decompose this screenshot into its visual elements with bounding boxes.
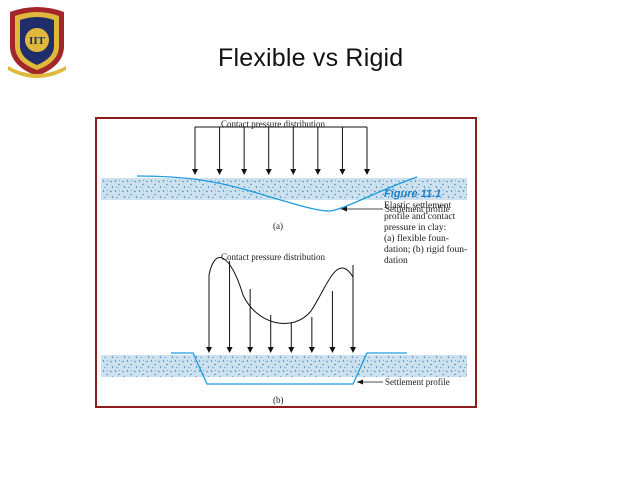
panel-b-settlement-profile bbox=[171, 352, 407, 385]
panel-b-settlement-label: Settlement profile bbox=[385, 377, 450, 387]
arrow-down-icon bbox=[192, 169, 198, 175]
settlement-figure: Contact pressure distribution Settlement… bbox=[101, 119, 467, 405]
arrow-down-icon bbox=[216, 169, 223, 175]
panel-b-arrows bbox=[206, 261, 356, 353]
arrow-down-icon bbox=[364, 169, 370, 175]
arrow-down-icon bbox=[314, 169, 321, 175]
figure-frame: Contact pressure distribution Settlement… bbox=[95, 117, 477, 408]
arrow-down-icon bbox=[241, 169, 248, 175]
arrow-down-icon bbox=[288, 347, 295, 353]
caption-line: (a) flexible foun- bbox=[384, 234, 449, 244]
panel-b-pointer-arrow-icon bbox=[357, 379, 363, 385]
caption-line: dation bbox=[384, 256, 408, 266]
figure-caption: Figure 11.1 Elastic settlement profile a… bbox=[384, 189, 484, 267]
panel-a-arrows bbox=[192, 127, 370, 175]
logo-text: IIT bbox=[29, 35, 46, 47]
panel-a-tag: (a) bbox=[273, 221, 283, 231]
panel-b: Contact pressure distribution Settlement… bbox=[101, 252, 467, 405]
institution-logo: IIT bbox=[4, 4, 70, 78]
caption-line: pressure in clay: bbox=[384, 223, 447, 233]
arrow-down-icon bbox=[206, 347, 212, 353]
panel-a-settlement-curve bbox=[136, 175, 418, 212]
slide-title: Flexible vs Rigid bbox=[218, 44, 404, 72]
panel-a: Contact pressure distribution Settlement… bbox=[101, 119, 467, 231]
panel-b-top-label: Contact pressure distribution bbox=[221, 252, 325, 262]
panel-b-soil-layer bbox=[101, 355, 467, 377]
panel-a-soil-layer bbox=[101, 178, 467, 200]
arrow-down-icon bbox=[339, 169, 346, 175]
arrow-down-icon bbox=[350, 347, 356, 353]
panel-b-tag: (b) bbox=[273, 395, 284, 405]
panel-a-pointer-arrow-icon bbox=[341, 206, 347, 212]
arrow-down-icon bbox=[226, 347, 233, 353]
panel-b-pressure-curve bbox=[208, 257, 354, 325]
arrow-down-icon bbox=[308, 347, 315, 353]
logo-emblem-icon: IIT bbox=[8, 7, 66, 78]
figure-label: Figure 11.1 bbox=[384, 188, 442, 200]
arrow-down-icon bbox=[290, 169, 297, 175]
arrow-down-icon bbox=[329, 347, 336, 353]
arrow-down-icon bbox=[265, 169, 272, 175]
arrow-down-icon bbox=[247, 347, 254, 353]
caption-line: profile and contact bbox=[384, 212, 456, 222]
panel-a-settlement-label: Settlement profile bbox=[385, 204, 450, 214]
caption-line: dation; (b) rigid foun- bbox=[384, 245, 468, 255]
arrow-down-icon bbox=[267, 347, 274, 353]
caption-line: Elastic settlement bbox=[384, 201, 452, 211]
panel-a-top-label: Contact pressure distribution bbox=[221, 119, 325, 129]
